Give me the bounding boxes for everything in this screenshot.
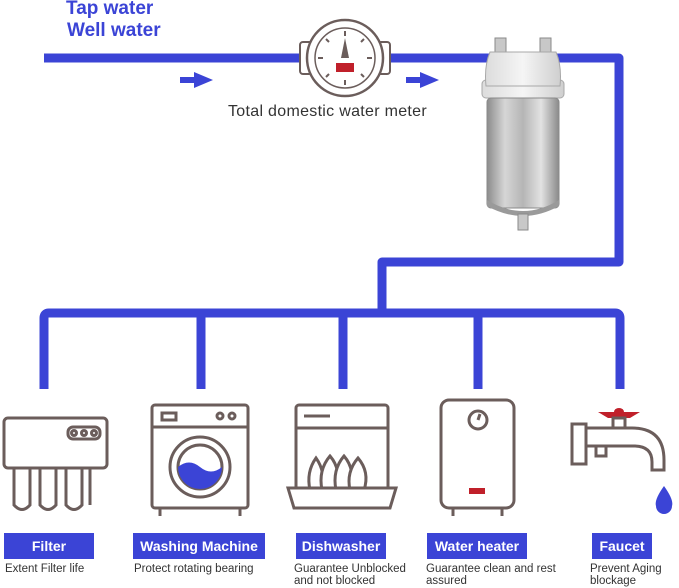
meter-caption: Total domestic water meter [228,103,427,120]
flow-arrow-icon [180,72,439,88]
source-label-well: Well water [67,20,161,41]
desc-faucet: Prevent Aging blockage [590,563,662,587]
filter-icon [2,416,109,511]
desc-filter: Extent Filter life [5,563,85,575]
tag-filter: Filter [4,533,94,559]
desc-water-heater: Guarantee clean and rest assured [426,563,556,587]
main-pipe [39,53,625,389]
source-label-tap: Tap water [66,0,154,19]
desc-dishwasher: Guarantee Unblocked and not blocked [294,563,406,587]
tag-dishwasher: Dishwasher [296,533,386,559]
water-heater-icon [439,398,516,516]
tag-faucet: Faucet [592,533,652,559]
dishwasher-icon [285,403,399,510]
tag-water-heater: Water heater [427,533,527,559]
faucet-icon [570,408,673,514]
tag-washing-machine: Washing Machine [133,533,265,559]
washing-machine-icon [150,403,250,516]
filter-housing-icon [481,37,565,231]
water-meter-icon [299,18,391,98]
desc-washing-machine: Protect rotating bearing [134,563,254,575]
